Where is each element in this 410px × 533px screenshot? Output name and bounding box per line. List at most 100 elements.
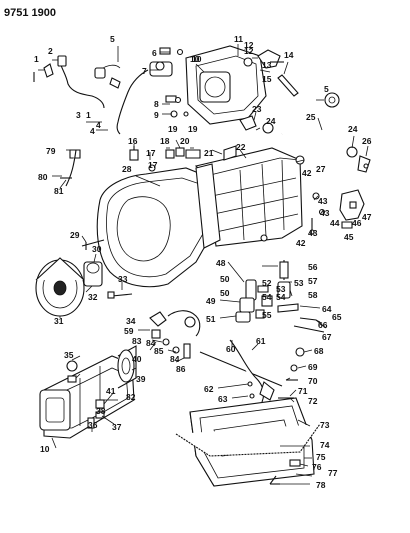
callout-52: 52: [262, 278, 272, 288]
callout-20: 20: [180, 136, 190, 146]
callout-9: 9: [154, 110, 159, 120]
callout-62: 62: [204, 384, 214, 394]
callout-extra-42: 42: [296, 238, 306, 248]
callout-extra-24: 24: [348, 124, 358, 134]
callout-84: 84: [170, 354, 180, 364]
callout-63: 63: [218, 394, 228, 404]
callout-38: 38: [96, 406, 106, 416]
callout-3: 3: [76, 110, 81, 120]
callout-64: 64: [322, 304, 332, 314]
speedometer-cable-assembly: [33, 55, 121, 109]
callout-71: 71: [298, 386, 308, 396]
callout-extra-43a: 43: [320, 208, 330, 218]
callout-40: 40: [132, 354, 142, 364]
callout-19: 19: [168, 124, 178, 134]
callout-16: 16: [128, 136, 138, 146]
callout-49: 49: [206, 296, 216, 306]
callout-43: 43: [318, 196, 328, 206]
callout-extra-12: 12: [244, 40, 254, 50]
callout-73: 73: [320, 420, 330, 430]
cooler-hose: [281, 128, 371, 173]
callout-74: 74: [320, 440, 330, 450]
shift-linkage-group: [149, 310, 327, 403]
callout-extra-17: 17: [148, 160, 158, 170]
callout-extra-19: 19: [188, 124, 198, 134]
callout-31: 31: [54, 316, 64, 326]
callout-45: 45: [344, 232, 354, 242]
callout-78: 78: [316, 480, 326, 490]
torque-converter-group: [35, 239, 133, 317]
callout-5: 5: [110, 34, 115, 44]
document-number: 9751 1900: [4, 7, 56, 19]
callout-39: 39: [136, 374, 146, 384]
callout-8: 8: [154, 99, 159, 109]
callout-25: 25: [306, 112, 316, 122]
callout-extra-50: 50: [220, 288, 230, 298]
callout-26: 26: [362, 136, 372, 146]
callout-extra-54: 54: [276, 292, 286, 302]
callout-34: 34: [126, 316, 136, 326]
callout-57: 57: [308, 276, 318, 286]
callout-53: 53: [294, 278, 304, 288]
small-fasteners-top: [159, 47, 189, 118]
callout-18: 18: [160, 136, 170, 146]
callout-1: 1: [34, 54, 39, 64]
callout-58: 58: [308, 290, 318, 300]
callout-75: 75: [316, 452, 326, 462]
callout-12: 12: [244, 46, 254, 56]
callout-14: 14: [284, 50, 294, 60]
callout-41: 41: [106, 386, 116, 396]
callout-extra-10b: 10: [192, 54, 202, 64]
callout-21: 21: [204, 148, 214, 158]
callout-60: 60: [226, 344, 236, 354]
callout-82: 82: [126, 392, 136, 402]
callout-numbers: 1 2 3 4 5 6 7 8 9 10 11 12 13 14 15 16 1…: [34, 34, 372, 490]
callout-85: 85: [154, 346, 164, 356]
callout-46: 46: [352, 218, 362, 228]
callout-22: 22: [236, 142, 246, 152]
callout-32: 32: [88, 292, 98, 302]
callout-42: 42: [302, 168, 312, 178]
callout-24: 24: [266, 116, 276, 126]
callout-76: 76: [312, 462, 322, 472]
callout-extra-84: 84: [146, 338, 156, 348]
vacuum-modulator-group: [60, 146, 201, 187]
callout-59: 59: [124, 326, 134, 336]
callout-extra-10: 10: [40, 444, 50, 454]
callout-81: 81: [54, 186, 64, 196]
callout-23: 23: [252, 104, 262, 114]
callout-56: 56: [308, 262, 318, 272]
leader-lines: [38, 44, 369, 485]
callout-80: 80: [38, 172, 48, 182]
callout-extra-53: 53: [276, 284, 286, 294]
callout-72: 72: [308, 396, 318, 406]
callout-11: 11: [234, 34, 243, 44]
callout-extra-43b: 43: [308, 228, 318, 238]
valve-and-solenoid-group: [235, 260, 299, 323]
callout-83: 83: [132, 336, 142, 346]
callout-68: 68: [314, 346, 324, 356]
callout-47: 47: [362, 212, 372, 222]
callout-10: 10: [190, 54, 200, 64]
callout-2: 2: [48, 46, 53, 56]
callout-30: 30: [92, 244, 102, 254]
callout-27: 27: [316, 164, 326, 174]
callout-37: 37: [112, 422, 122, 432]
callout-extra-1: 1: [86, 110, 91, 120]
extension-housing-top: [185, 45, 340, 125]
seal-group: [239, 115, 274, 134]
callout-4: 4: [90, 126, 95, 136]
callout-36: 36: [88, 420, 98, 430]
extension-housing-lower: [39, 345, 137, 439]
callout-29: 29: [70, 230, 80, 240]
callout-67: 67: [322, 332, 332, 342]
callout-61: 61: [256, 336, 266, 346]
callout-86: 86: [176, 364, 186, 374]
callout-15: 15: [262, 74, 272, 84]
callout-33: 33: [118, 274, 128, 284]
callout-65: 65: [332, 312, 342, 322]
callout-70: 70: [308, 376, 318, 386]
callout-35: 35: [64, 350, 74, 360]
callout-48: 48: [216, 258, 226, 268]
